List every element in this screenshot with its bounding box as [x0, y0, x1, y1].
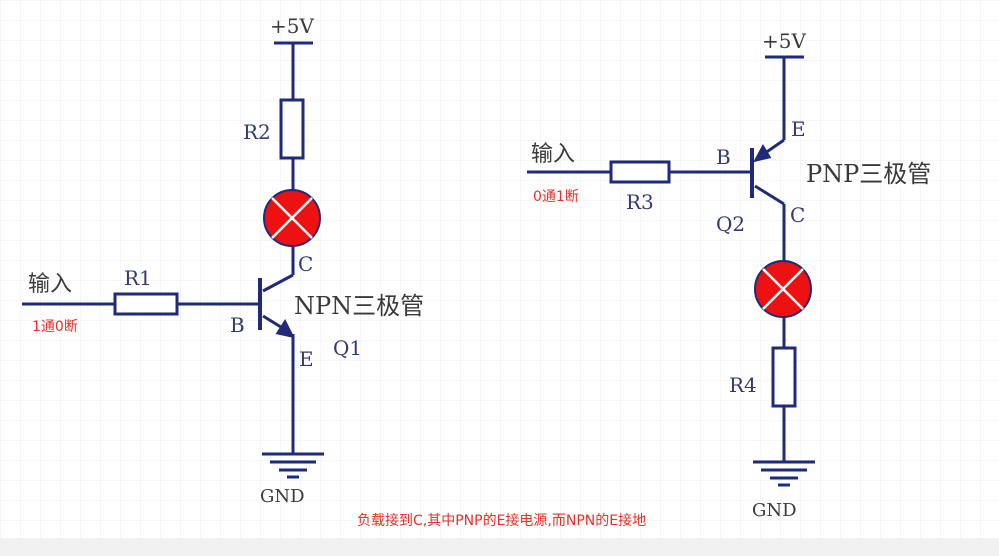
npn-input-label: 输入 [28, 272, 72, 297]
bottom-bar [0, 538, 999, 556]
pnp-emitter-label: E [791, 117, 806, 141]
npn-gnd-label: GND [260, 486, 305, 507]
npn-r1-label: R1 [124, 266, 152, 290]
npn-collector-lead [262, 273, 294, 293]
pnp-r4-label: R4 [729, 373, 757, 397]
npn-resistor-r2 [279, 98, 305, 160]
pnp-transistor-ref: Q2 [716, 212, 745, 236]
npn-circuit [22, 41, 324, 479]
npn-transistor-ref: Q1 [333, 336, 362, 360]
pnp-emitter-arrow [753, 143, 772, 163]
grid-background [0, 0, 999, 538]
npn-emitter-label: E [299, 347, 314, 371]
npn-gnd-symbol [262, 430, 324, 479]
npn-r2-label: R2 [243, 120, 271, 144]
pnp-lamp [754, 260, 812, 318]
npn-vcc-label: +5V [270, 14, 314, 38]
npn-resistor-r1 [113, 292, 179, 316]
npn-input-note: 1通0断 [32, 319, 78, 335]
pnp-resistor-r4 [771, 346, 797, 408]
npn-emitter-arrow [275, 318, 295, 339]
pnp-collector-lead [754, 184, 785, 206]
npn-lamp [263, 189, 321, 247]
pnp-collector-label: C [790, 203, 805, 227]
pnp-gnd-symbol [753, 460, 815, 487]
pnp-transistor-name: PNP三极管 [806, 160, 931, 188]
pnp-circuit [527, 55, 815, 487]
npn-transistor-name: NPN三极管 [294, 292, 424, 320]
pnp-resistor-r3 [609, 160, 671, 184]
pnp-input-label: 输入 [531, 142, 575, 167]
footer-note: 负载接到C,其中PNP的E接电源,而NPN的E接地 [357, 512, 646, 529]
npn-collector-label: C [298, 252, 313, 276]
npn-base-label: B [230, 313, 245, 337]
pnp-vcc-label: +5V [762, 29, 806, 53]
pnp-r3-label: R3 [626, 190, 654, 214]
pnp-input-note: 0通1断 [533, 189, 579, 205]
pnp-gnd-label: GND [752, 500, 797, 521]
pnp-base-label: B [716, 145, 731, 169]
schematic-svg: +5V R2 R1 输入 1通0断 B C E NPN三极管 Q1 GND [0, 0, 999, 538]
